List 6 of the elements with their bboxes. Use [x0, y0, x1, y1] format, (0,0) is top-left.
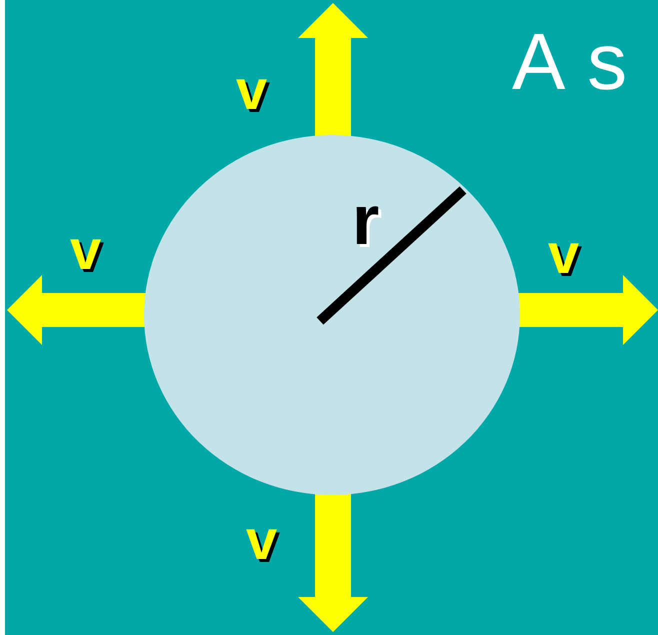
velocity-label: v — [70, 222, 102, 278]
velocity-label: v — [246, 512, 278, 568]
radius-label: r — [352, 185, 380, 255]
velocity-label: v — [236, 62, 268, 118]
velocity-label: v — [548, 226, 580, 282]
heading-text: A s — [511, 16, 630, 108]
